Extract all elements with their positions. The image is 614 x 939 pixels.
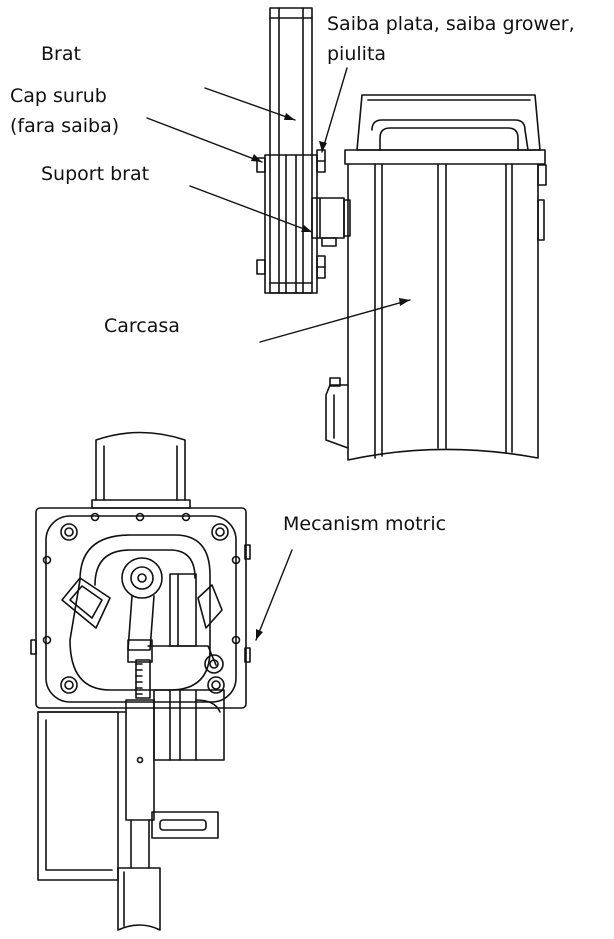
label-cap-surub: Cap surub — [10, 85, 107, 107]
arm-bar — [269, 7, 313, 294]
leader-suport-brat — [189, 185, 313, 233]
housing-side-view — [325, 94, 547, 461]
bolt-heads — [256, 149, 326, 279]
mount-post-bottom — [117, 867, 161, 931]
leader-mecanism — [255, 549, 293, 641]
central-hub — [121, 557, 163, 599]
leader-saiba — [321, 67, 348, 153]
arm-support — [311, 197, 351, 247]
lower-housing — [37, 711, 119, 881]
housing-body — [347, 163, 539, 461]
housing-lid — [356, 94, 541, 151]
arrow-saiba — [319, 141, 327, 152]
label-suport-brat: Suport brat — [41, 163, 150, 185]
mount-post-top — [95, 431, 186, 501]
right-clamp — [197, 584, 223, 629]
label-fara-saiba: (fara saiba) — [10, 115, 120, 137]
mechanism-plate — [35, 507, 247, 709]
label-mecanism-motric: Mecanism motric — [283, 513, 447, 535]
label-brat: Brat — [41, 43, 81, 65]
arrow-suport-brat — [301, 225, 312, 232]
motor-block — [153, 689, 225, 761]
label-carcasa: Carcasa — [104, 315, 180, 337]
corner-bolts — [42, 512, 241, 694]
label-saiba-line1: Saiba plata, saiba grower, — [327, 13, 575, 35]
arrow-brat — [284, 113, 295, 120]
housing-rim — [344, 149, 546, 165]
arm-assembly — [256, 7, 351, 294]
leader-cap-surub — [146, 117, 263, 163]
arrow-carcasa — [399, 298, 410, 306]
leader-brat — [204, 87, 296, 121]
drive-mechanism — [30, 431, 251, 931]
arrow-cap-surub — [251, 154, 262, 162]
label-saiba-line2: piulita — [327, 43, 387, 65]
leader-lines — [146, 67, 411, 641]
arrow-heads — [251, 113, 410, 640]
left-clamp — [61, 577, 111, 629]
vertical-rod — [125, 699, 155, 821]
arrow-mecanism — [256, 629, 263, 640]
arm-bracket — [264, 154, 318, 294]
leader-carcasa — [259, 299, 411, 343]
